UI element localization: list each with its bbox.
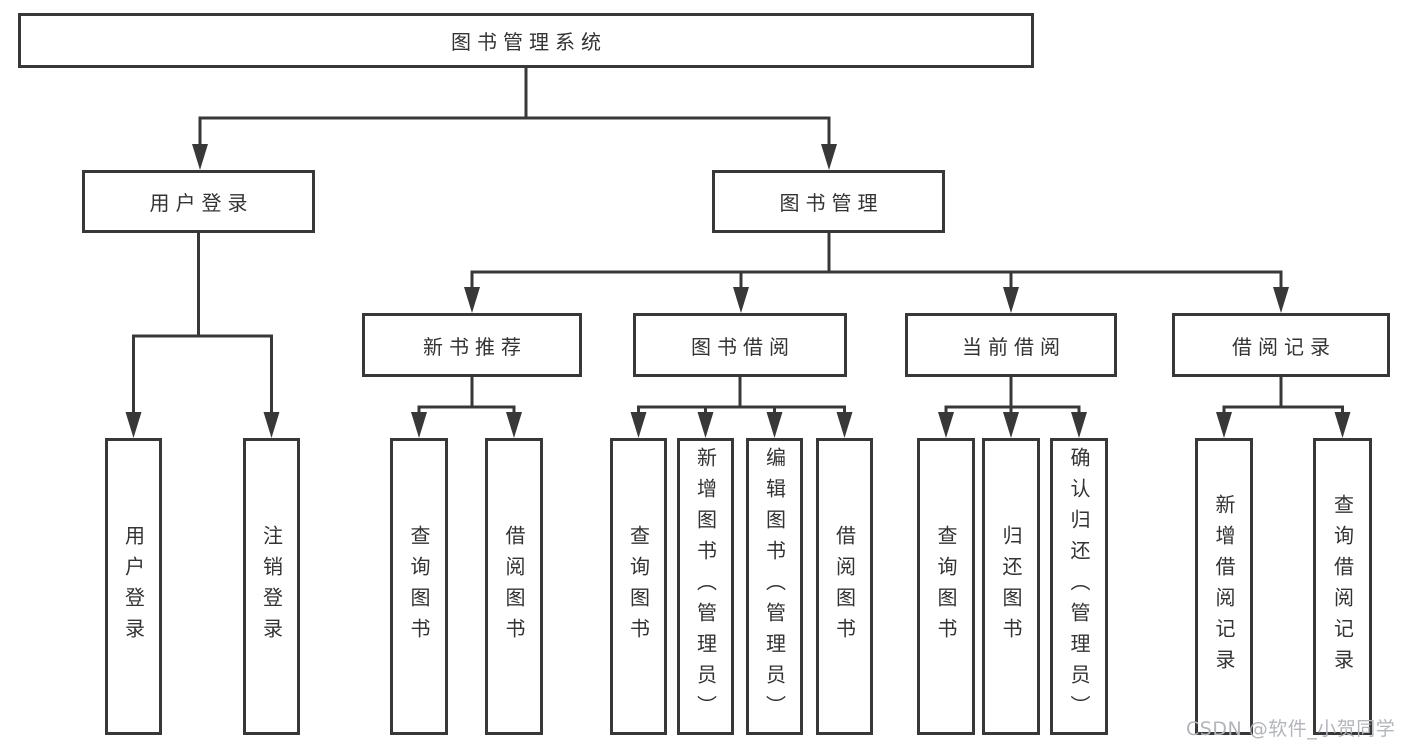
leaf-borrow-books: 借阅图书 [816,438,873,735]
node-book-borrowing-label: 图书借阅 [691,334,795,359]
leaf-edit-books-admin-label: 编辑图书（管理员） [762,447,787,726]
leaf-user-login-label: 用户登录 [121,524,146,649]
watermark: CSDN @软件_小贺同学 [1186,718,1396,740]
node-new-book-recommend: 新书推荐 [362,313,582,377]
node-user-login: 用户登录 [82,170,315,233]
leaf-borrow-books-label: 借阅图书 [832,524,857,649]
arrowhead-down-icon [1334,412,1351,438]
arrowhead-down-icon [733,287,749,313]
node-book-management-label: 图书管理 [779,191,884,215]
node-book-borrowing: 图书借阅 [633,313,847,377]
leaf-query-books-current: 查询图书 [917,438,975,735]
leaf-query-borrow-record: 查询借阅记录 [1313,438,1372,735]
node-user-login-label: 用户登录 [149,191,254,215]
leaf-borrow-books-recommend-label: 借阅图书 [502,524,526,649]
leaf-query-borrow-record-label: 查询借阅记录 [1330,493,1355,680]
leaf-edit-books-admin: 编辑图书（管理员） [746,438,803,735]
leaf-logout-label: 注销登录 [259,524,284,649]
leaf-query-books-borrowing: 查询图书 [610,438,667,735]
arrowhead-down-icon [1003,412,1019,438]
node-current-borrowing: 当前借阅 [905,313,1117,377]
leaf-confirm-return-admin-label: 确认归还（管理员） [1067,447,1091,726]
arrowhead-down-icon [411,412,427,438]
arrowhead-down-icon [464,287,480,313]
leaf-borrow-books-recommend: 借阅图书 [485,438,543,735]
arrowhead-down-icon [1273,287,1289,313]
arrowhead-down-icon [506,412,522,438]
leaf-user-login: 用户登录 [105,438,162,735]
leaf-add-books-admin: 新增图书（管理员） [677,438,734,735]
leaf-return-books: 归还图书 [982,438,1040,735]
node-borrowing-records: 借阅记录 [1172,313,1390,377]
arrowhead-down-icon [766,412,783,438]
leaf-query-books-recommend: 查询图书 [390,438,448,735]
leaf-query-books-current-label: 查询图书 [934,524,958,649]
node-library-management-system-label: 图书管理系统 [451,30,607,54]
node-borrowing-records-label: 借阅记录 [1232,334,1336,359]
arrowhead-down-icon [263,412,280,438]
arrowhead-down-icon [1003,287,1019,313]
arrowhead-down-icon [821,144,837,170]
node-new-book-recommend-label: 新书推荐 [423,334,527,359]
arrowhead-down-icon [836,412,853,438]
arrowhead-down-icon [1216,412,1232,438]
node-library-management-system: 图书管理系统 [18,13,1034,68]
arrowhead-down-icon [630,412,647,438]
arrowhead-down-icon [125,412,142,438]
leaf-logout: 注销登录 [243,438,300,735]
node-current-borrowing-label: 当前借阅 [962,334,1066,359]
leaf-query-books-recommend-label: 查询图书 [407,524,431,649]
leaf-return-books-label: 归还图书 [999,524,1023,649]
node-book-management: 图书管理 [712,170,945,233]
leaf-add-borrow-record-label: 新增借阅记录 [1212,493,1236,680]
arrowhead-down-icon [1071,412,1087,438]
leaf-add-books-admin-label: 新增图书（管理员） [693,447,718,726]
arrowhead-down-icon [192,144,208,170]
arrowhead-down-icon [697,412,714,438]
leaf-confirm-return-admin: 确认归还（管理员） [1050,438,1108,735]
leaf-add-borrow-record: 新增借阅记录 [1195,438,1253,735]
leaf-query-books-borrowing-label: 查询图书 [626,524,651,649]
arrowhead-down-icon [938,412,954,438]
